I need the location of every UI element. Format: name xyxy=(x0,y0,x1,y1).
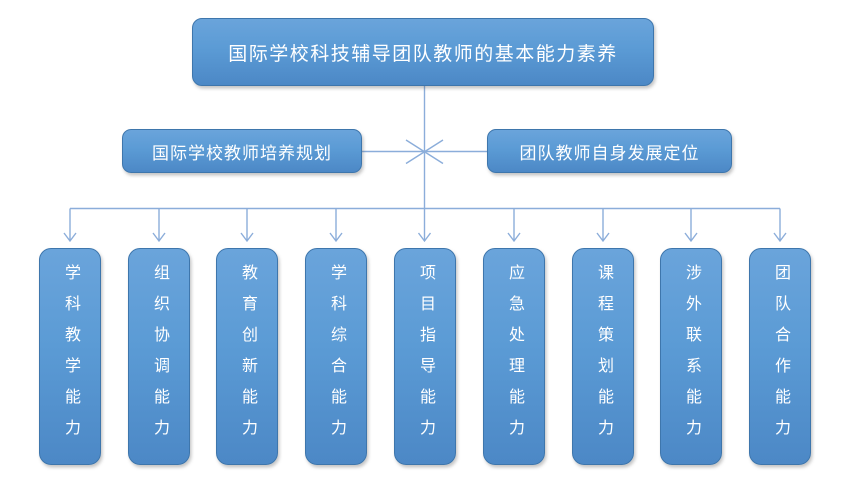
ability-node-2: 组织协调能力 xyxy=(128,248,190,465)
drop-arrow-8 xyxy=(684,208,698,243)
root-node-label: 国际学校科技辅导团队教师的基本能力素养 xyxy=(228,43,618,65)
drop-arrow-1 xyxy=(63,208,77,243)
ability-node-9: 团队合作能力 xyxy=(749,248,811,465)
ability-node-6-label: 应急处理能力 xyxy=(506,263,523,450)
drop-arrow-4 xyxy=(329,208,343,243)
ability-node-7-label: 课程策划能力 xyxy=(595,263,612,450)
drop-arrow-7 xyxy=(596,208,610,243)
ability-node-1: 学科教学能力 xyxy=(39,248,101,465)
ability-node-3-label: 教育创新能力 xyxy=(239,263,256,450)
ability-node-5: 项目指导能力 xyxy=(394,248,456,465)
drop-arrow-9 xyxy=(773,208,787,243)
branch-node-left-label: 国际学校教师培养规划 xyxy=(152,143,332,163)
branch-node-right-label: 团队教师自身发展定位 xyxy=(519,143,700,163)
trunk-arrowhead-icon xyxy=(417,232,432,243)
ability-node-2-label: 组织协调能力 xyxy=(151,263,168,450)
ability-node-4: 学科综合能力 xyxy=(305,248,367,465)
ability-node-7: 课程策划能力 xyxy=(572,248,634,465)
drop-arrow-2 xyxy=(152,208,166,243)
ability-node-3: 教育创新能力 xyxy=(216,248,278,465)
root-node: 国际学校科技辅导团队教师的基本能力素养 xyxy=(192,18,654,86)
ability-node-8: 涉外联系能力 xyxy=(660,248,722,465)
branch-node-right: 团队教师自身发展定位 xyxy=(487,129,732,173)
ability-node-6: 应急处理能力 xyxy=(483,248,545,465)
crossing-x-icon xyxy=(405,139,444,165)
drop-arrow-3 xyxy=(240,208,254,243)
ability-node-5-label: 项目指导能力 xyxy=(417,263,434,450)
ability-node-8-label: 涉外联系能力 xyxy=(683,263,700,450)
branch-node-left: 国际学校教师培养规划 xyxy=(122,129,362,173)
drop-arrow-6 xyxy=(507,208,521,243)
ability-node-4-label: 学科综合能力 xyxy=(328,263,345,450)
ability-node-1-label: 学科教学能力 xyxy=(62,263,79,450)
ability-node-9-label: 团队合作能力 xyxy=(772,263,789,450)
